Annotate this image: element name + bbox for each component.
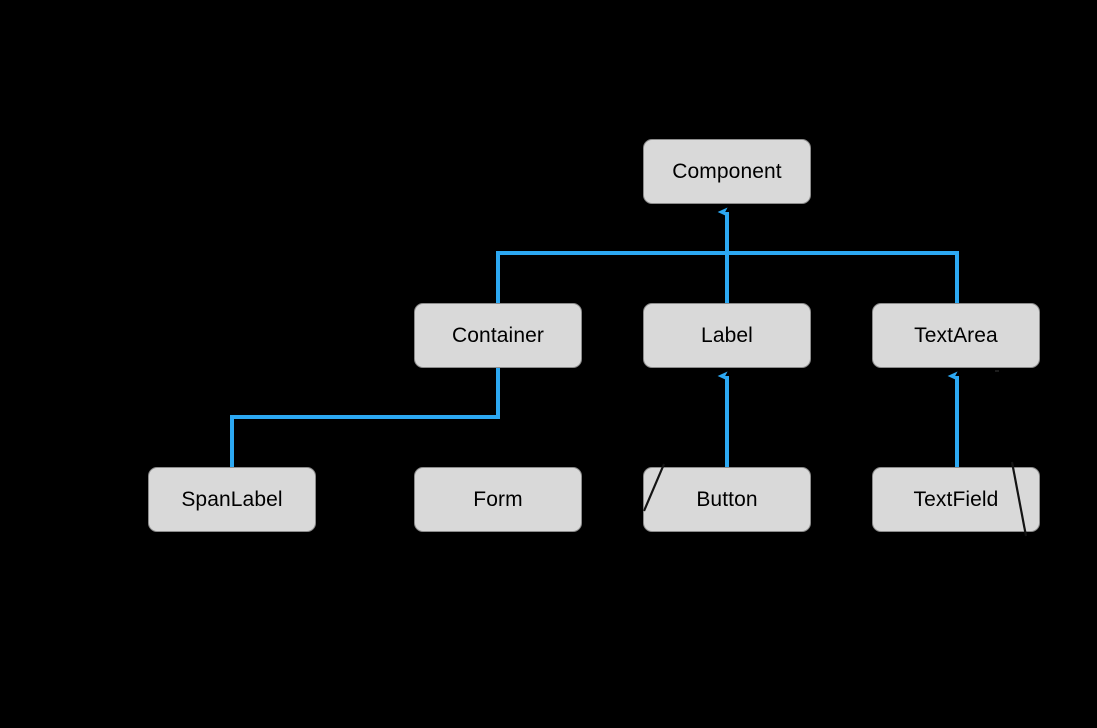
node-component[interactable]: Component (643, 139, 811, 204)
node-spanlabel-label: SpanLabel (181, 488, 283, 511)
node-textarea[interactable]: TextArea (872, 303, 1040, 368)
node-textfield[interactable]: TextField (872, 467, 1040, 532)
edge-bus-level1 (496, 251, 959, 303)
node-label-label: Label (701, 324, 753, 347)
edge-group-level1 (496, 207, 959, 303)
node-textarea-label: TextArea (914, 324, 998, 347)
node-form-label: Form (473, 488, 523, 511)
node-component-label: Component (672, 160, 782, 183)
node-spanlabel[interactable]: SpanLabel (148, 467, 316, 532)
edge-group-level2-container (230, 368, 500, 467)
node-button-label: Button (696, 488, 758, 511)
node-container-label: Container (452, 324, 544, 347)
edge-bus-level2 (230, 368, 500, 467)
node-label[interactable]: Label (643, 303, 811, 368)
node-textfield-label: TextField (913, 488, 999, 511)
node-button[interactable]: Button (643, 467, 811, 532)
node-container[interactable]: Container (414, 303, 582, 368)
node-form[interactable]: Form (414, 467, 582, 532)
